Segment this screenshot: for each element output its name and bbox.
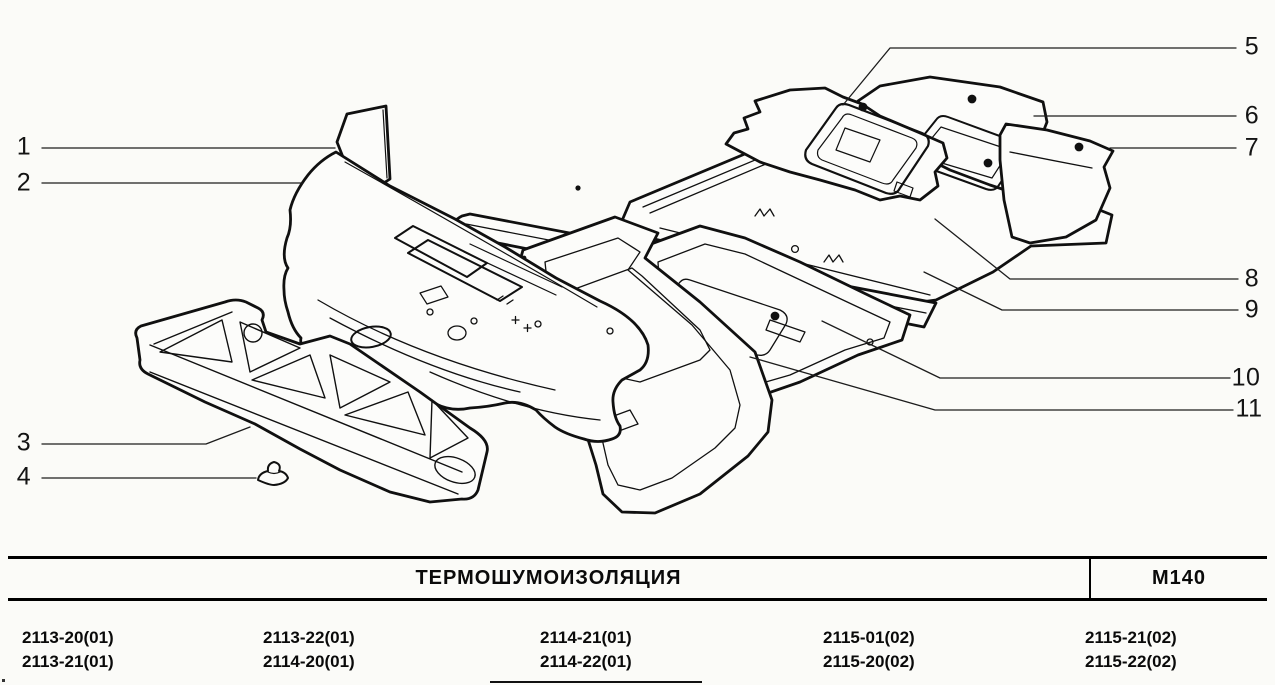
model-code: 2115-21(02) [1085, 628, 1177, 647]
front-floor-mat-lattice [134, 298, 489, 504]
model-code-column: 2114-21(01) 2114-22(01) [540, 626, 632, 674]
callout-1: 1 [16, 132, 32, 161]
model-code: 2113-20(01) [22, 628, 114, 647]
callout-10: 10 [1231, 363, 1261, 392]
model-code-column: 2115-21(02) 2115-22(02) [1085, 626, 1177, 674]
callout-4: 4 [16, 462, 32, 491]
scan-artifact-dot [2, 679, 5, 682]
callout-5: 5 [1244, 32, 1260, 61]
model-code-column: 2115-01(02) 2115-20(02) [823, 626, 915, 674]
model-code: 2115-01(02) [823, 628, 915, 647]
model-code: 2115-22(02) [1085, 652, 1177, 671]
model-code: 2114-21(01) [540, 628, 632, 647]
model-codes: 2113-20(01) 2113-21(01) 2113-22(01) 2114… [0, 626, 1275, 678]
table-edge-fragment [490, 681, 702, 683]
callout-6: 6 [1244, 101, 1260, 130]
callout-8: 8 [1244, 264, 1260, 293]
right-rear-panel [998, 122, 1115, 245]
model-code: 2113-21(01) [22, 652, 114, 671]
page-title: ТЕРМОШУМОИЗОЛЯЦИЯ [415, 567, 682, 589]
callout-11: 11 [1235, 394, 1263, 423]
title-block: ТЕРМОШУМОИЗОЛЯЦИЯ M140 [8, 556, 1267, 601]
model-code: 2114-20(01) [263, 652, 355, 671]
callout-2: 2 [16, 168, 32, 197]
model-code: 2114-22(01) [540, 652, 632, 671]
push-clip-fastener [257, 461, 289, 486]
callout-7: 7 [1244, 133, 1260, 162]
model-code: 2115-20(02) [823, 652, 915, 671]
callout-9: 9 [1244, 295, 1260, 324]
leader-lines [41, 47, 1239, 479]
callout-3: 3 [16, 428, 32, 457]
model-code: 2113-22(01) [263, 628, 355, 647]
model-code-column: 2113-20(01) 2113-21(01) [22, 626, 114, 674]
model-code-column: 2113-22(01) 2114-20(01) [263, 626, 355, 674]
page-code: M140 [1089, 559, 1267, 598]
parts-diagram [41, 47, 1239, 515]
